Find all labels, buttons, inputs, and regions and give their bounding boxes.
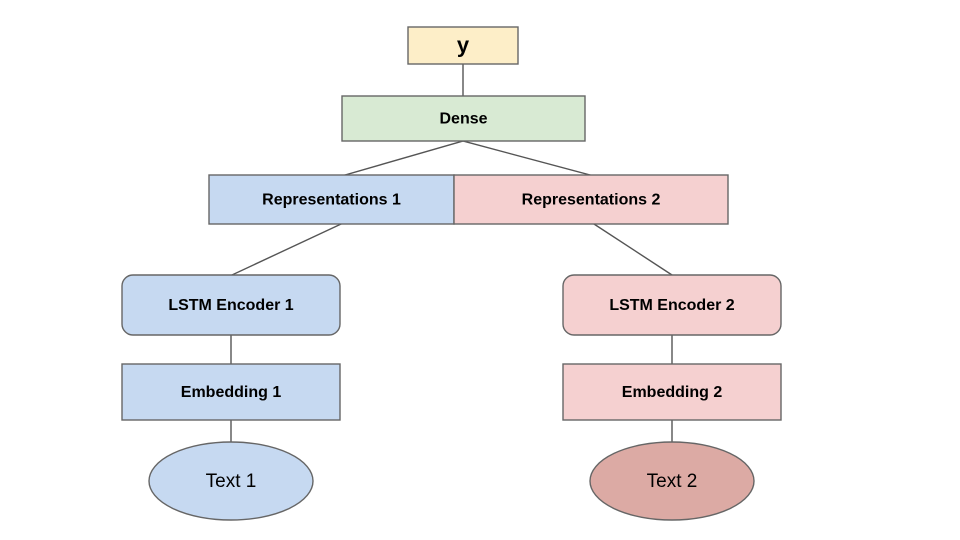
- edge-representations-2-to-dense: [462, 140, 591, 176]
- embedding-2-box[interactable]: [562, 363, 782, 421]
- representations-2-box[interactable]: [453, 174, 729, 225]
- embedding-2-label: Embedding 2: [622, 384, 723, 401]
- node-embedding-1[interactable]: Embedding 1: [121, 363, 341, 421]
- node-text-2[interactable]: Text 2: [589, 441, 755, 521]
- edge-lstm-encoder-1-to-representations-1: [231, 223, 342, 276]
- output-y-label: y: [457, 32, 470, 57]
- edge-lstm-encoder-2-to-representations-2: [593, 223, 673, 276]
- node-representations-1[interactable]: Representations 1: [208, 174, 455, 225]
- dense-label: Dense: [439, 111, 487, 128]
- output-y-box[interactable]: [407, 26, 519, 65]
- text-1-label: Text 1: [206, 471, 257, 492]
- node-text-1[interactable]: Text 1: [148, 441, 314, 521]
- representations-2-label: Representations 2: [522, 192, 661, 209]
- representations-1-label: Representations 1: [262, 192, 401, 209]
- lstm-encoder-1-box[interactable]: [121, 274, 341, 336]
- embedding-1-box[interactable]: [121, 363, 341, 421]
- text-1-ellipse[interactable]: [148, 441, 314, 521]
- edge-representations-1-to-dense: [344, 140, 464, 176]
- text-2-label: Text 2: [647, 471, 698, 492]
- node-lstm-encoder-1[interactable]: LSTM Encoder 1: [121, 274, 341, 336]
- edge-layer: [230, 63, 673, 444]
- node-embedding-2[interactable]: Embedding 2: [562, 363, 782, 421]
- node-representations-2[interactable]: Representations 2: [453, 174, 729, 225]
- node-dense[interactable]: Dense: [341, 95, 586, 142]
- node-lstm-encoder-2[interactable]: LSTM Encoder 2: [562, 274, 782, 336]
- embedding-1-label: Embedding 1: [181, 384, 282, 401]
- lstm-encoder-1-label: LSTM Encoder 1: [168, 297, 293, 314]
- node-output-y[interactable]: y: [407, 26, 519, 65]
- dense-box[interactable]: [341, 95, 586, 142]
- text-2-ellipse[interactable]: [589, 441, 755, 521]
- lstm-encoder-2-label: LSTM Encoder 2: [609, 297, 734, 314]
- lstm-encoder-2-box[interactable]: [562, 274, 782, 336]
- representations-1-box[interactable]: [208, 174, 455, 225]
